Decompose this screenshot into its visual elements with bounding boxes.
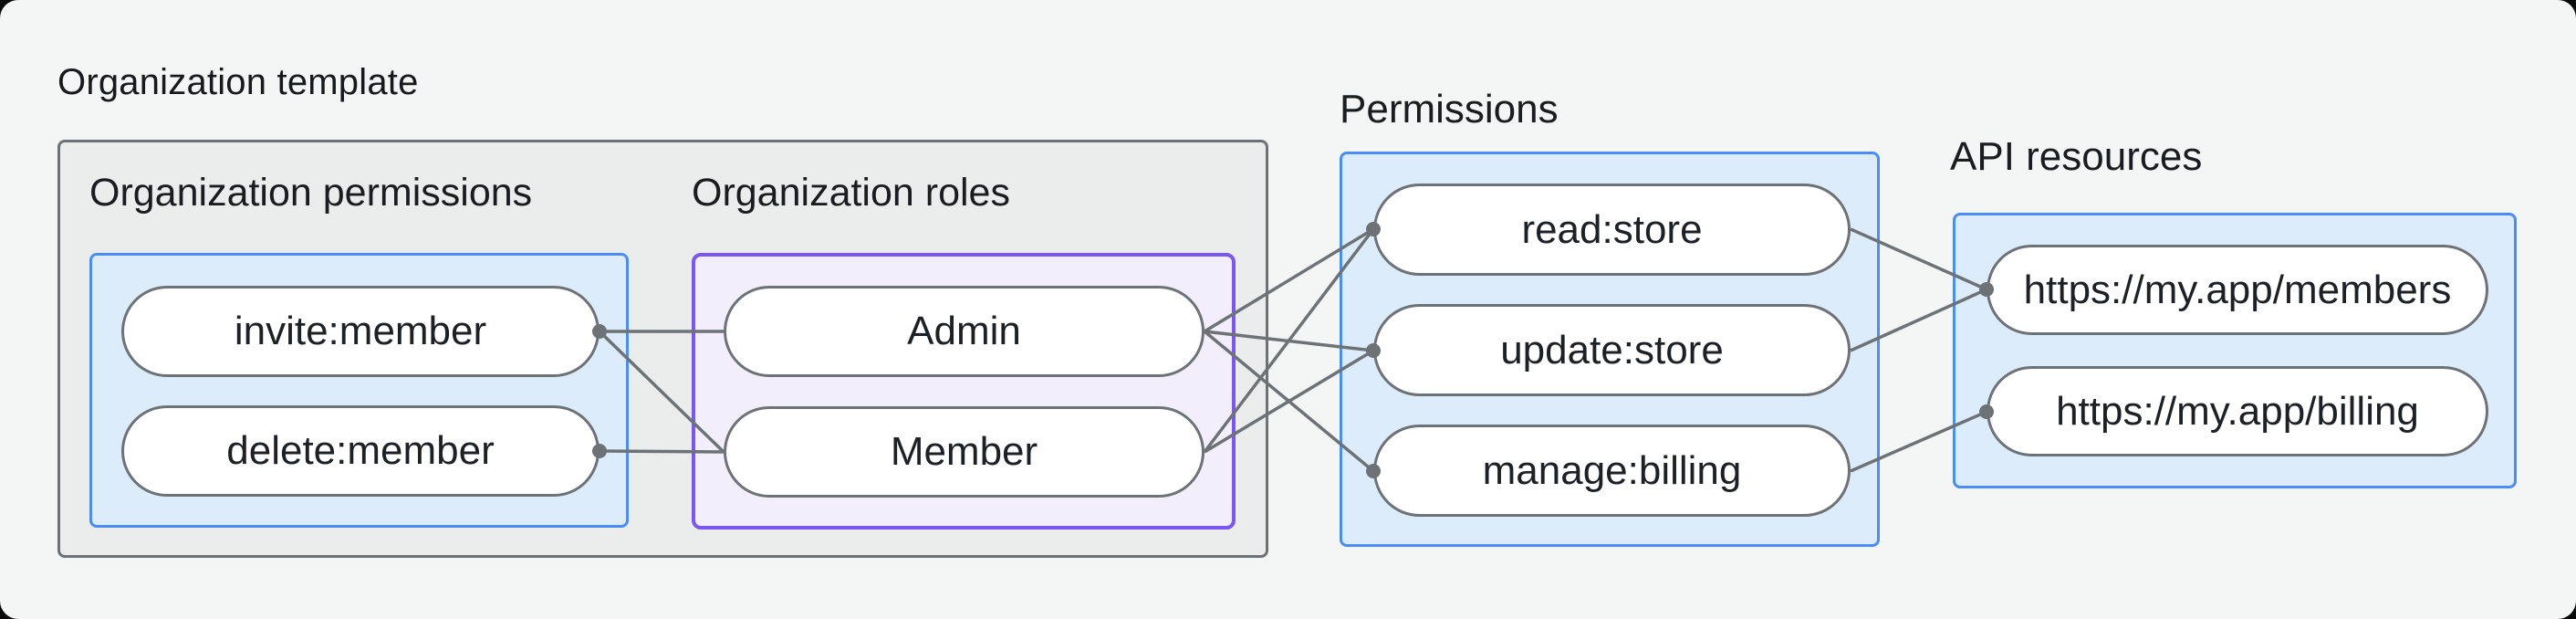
- node-read-store: read:store: [1373, 184, 1851, 276]
- node-admin: Admin: [724, 286, 1205, 377]
- node-label: https://my.app/billing: [2056, 388, 2419, 434]
- node-label: invite:member: [234, 309, 487, 353]
- diagram-title: Organization template: [57, 62, 419, 102]
- node-api-members: https://my.app/members: [1987, 245, 2488, 335]
- node-manage-billing: manage:billing: [1373, 425, 1851, 517]
- node-label: https://my.app/members: [2023, 267, 2452, 312]
- node-member: Member: [724, 406, 1205, 498]
- organization-roles-label: Organization roles: [692, 171, 1010, 215]
- node-label: read:store: [1521, 206, 1703, 252]
- node-label: delete:member: [226, 428, 495, 473]
- node-label: manage:billing: [1482, 447, 1742, 493]
- node-update-store: update:store: [1373, 304, 1851, 396]
- api-resources-label: API resources: [1950, 134, 2203, 179]
- node-api-billing: https://my.app/billing: [1987, 366, 2488, 456]
- node-invite-member: invite:member: [121, 286, 600, 377]
- permissions-label: Permissions: [1340, 87, 1559, 131]
- node-label: update:store: [1500, 327, 1724, 372]
- node-delete-member: delete:member: [121, 405, 600, 497]
- node-label: Admin: [907, 309, 1021, 353]
- organization-permissions-label: Organization permissions: [89, 171, 533, 215]
- node-label: Member: [890, 429, 1038, 474]
